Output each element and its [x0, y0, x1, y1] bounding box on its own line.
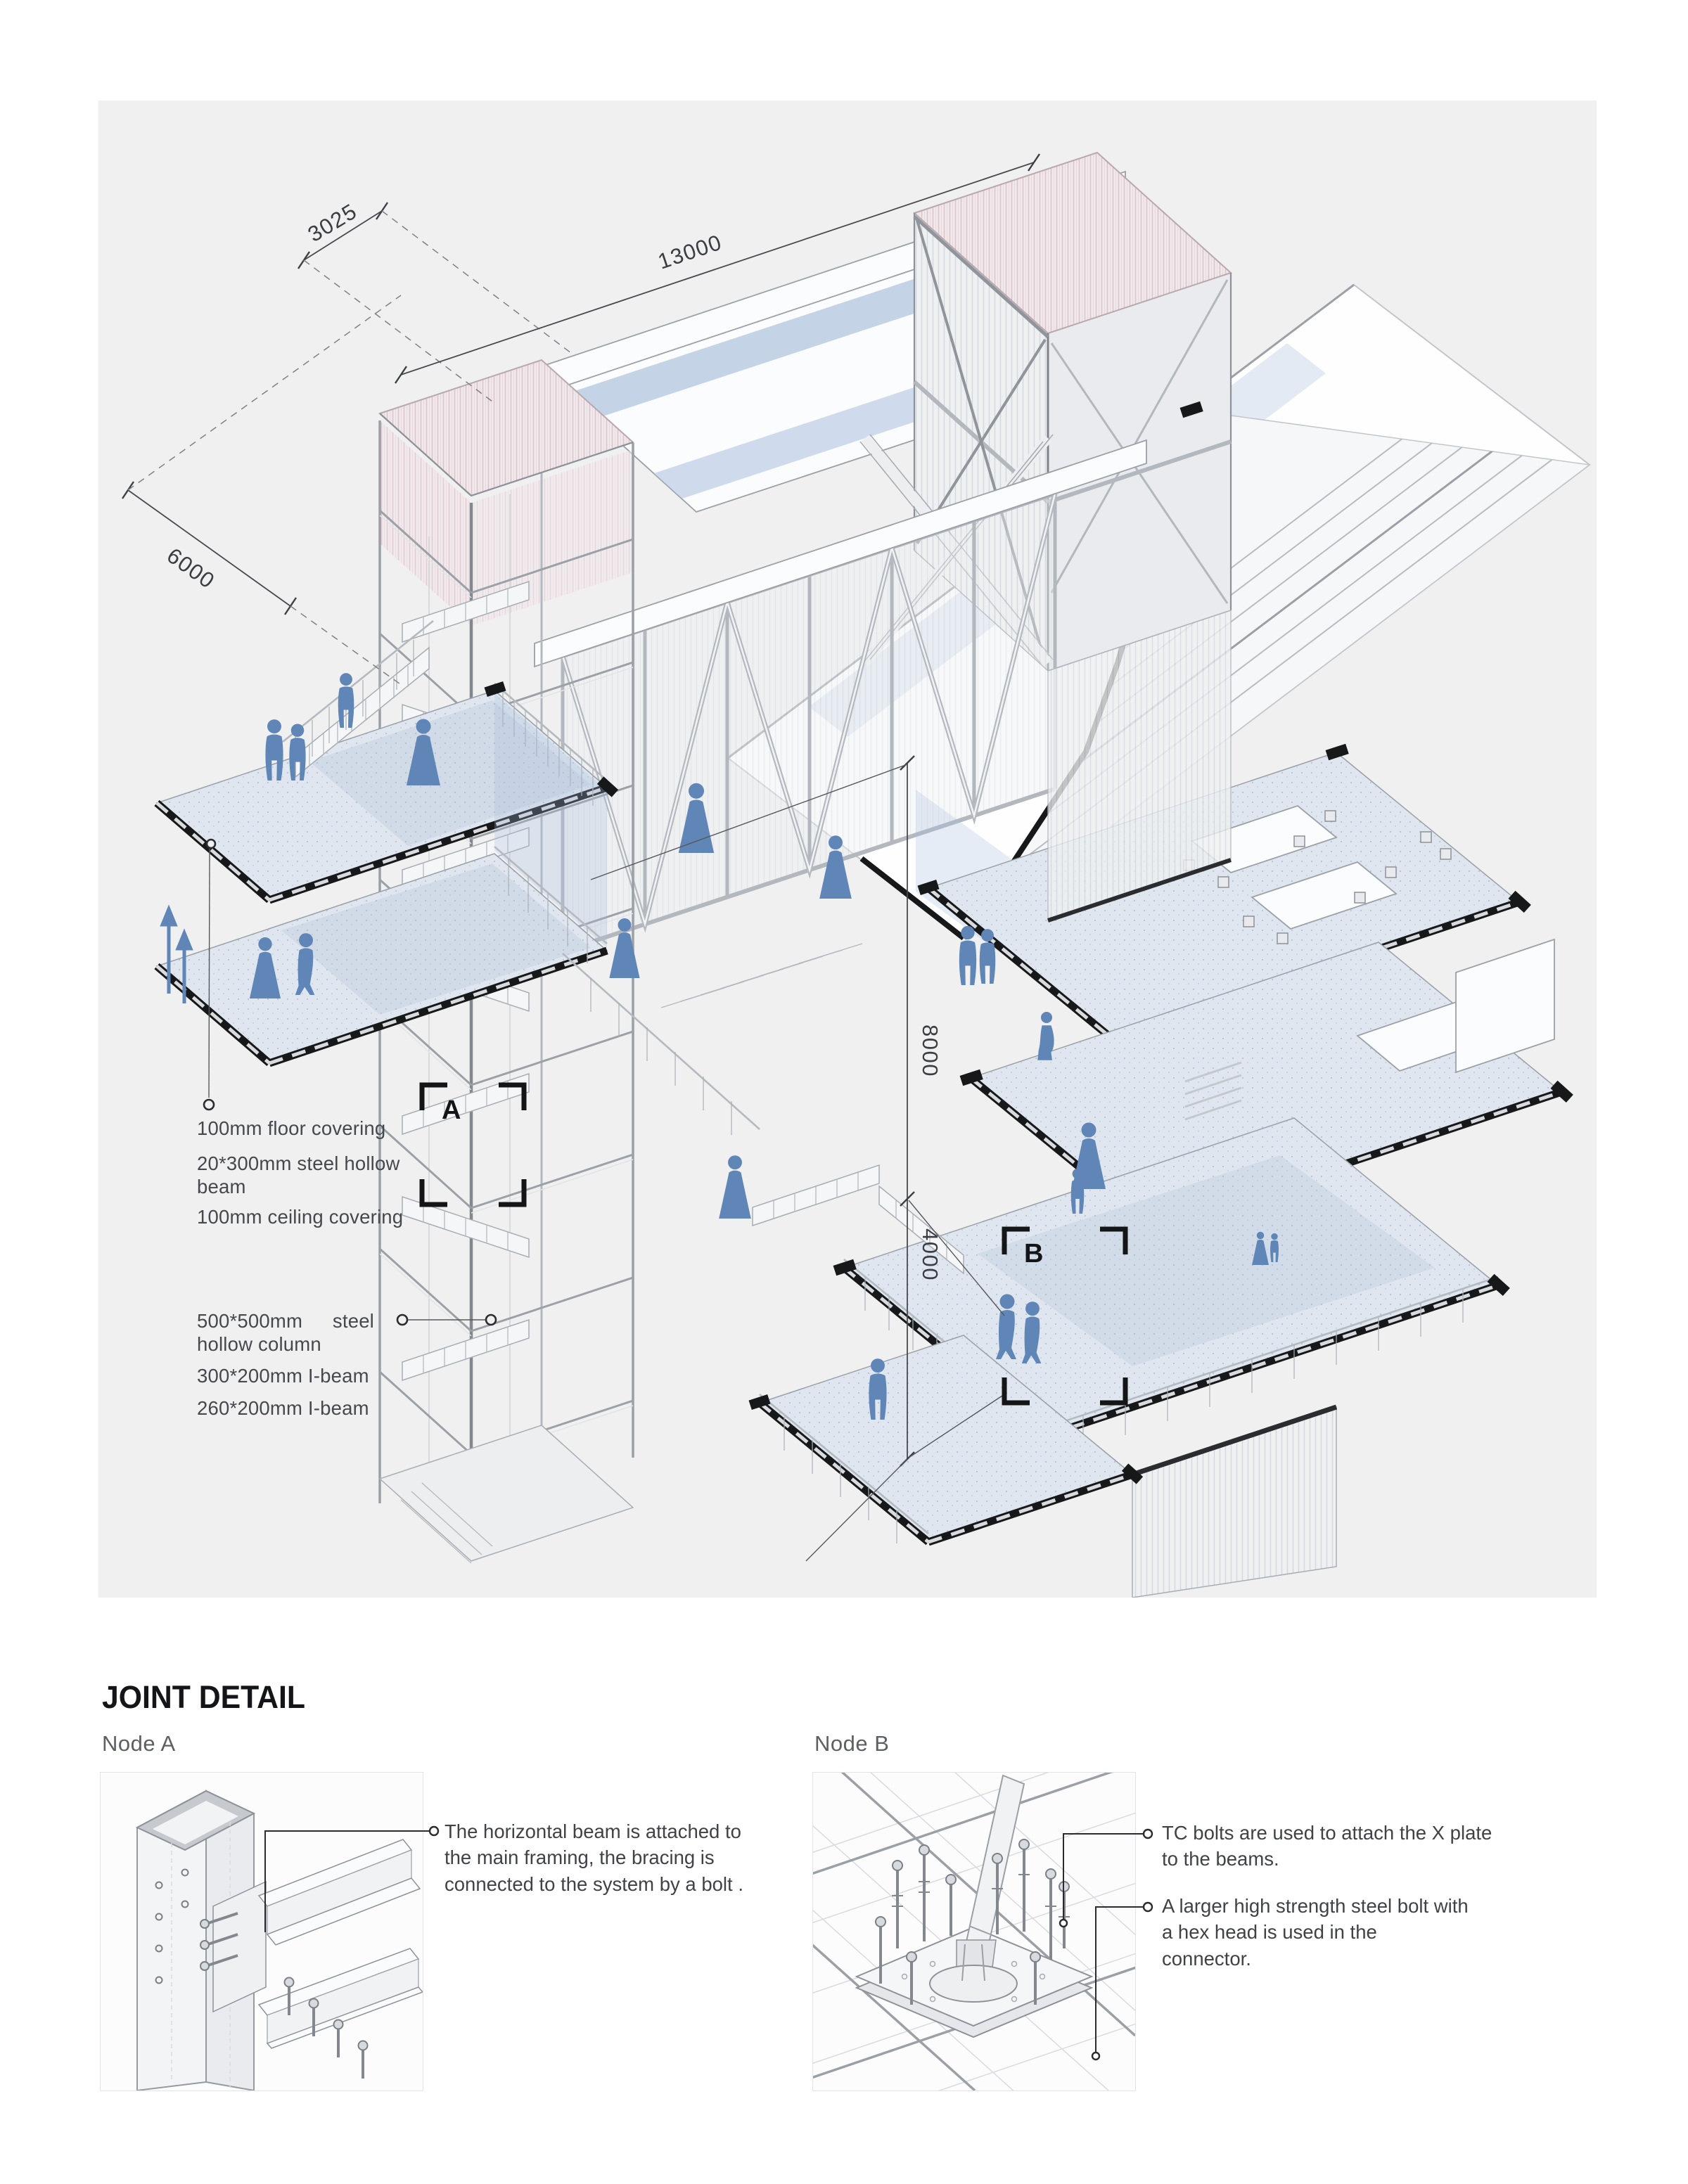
node-b-joint-drawing — [784, 1737, 1151, 2139]
left-exterior-stair — [282, 619, 434, 778]
circulation-arrows — [160, 904, 193, 1003]
node-b-note-2: A larger high strength steel bolt with a… — [1162, 1895, 1469, 1970]
annotation-ibeam-260: 260*200mm I-beam — [197, 1397, 369, 1419]
left-plate-upper — [154, 683, 608, 904]
joint-detail-title: JOINT DETAIL — [102, 1679, 305, 1715]
node-a-detail-figure — [100, 1772, 424, 2092]
axon-drawing-panel: 3025 13000 6000 8000 4000 — [98, 101, 1597, 1598]
node-b-marker: B — [1002, 1226, 1128, 1406]
node-a-note: The horizontal beam is attached to the m… — [445, 1820, 743, 1895]
railing — [494, 683, 608, 806]
node-b-note-1: TC bolts are used to attach the X plate … — [1162, 1822, 1492, 1870]
node-a-marker: A — [419, 1082, 527, 1207]
dim-13000-label: 13000 — [655, 230, 725, 274]
top-left-container — [378, 359, 634, 497]
annotation-ibeam-300: 300*200mm I-beam — [197, 1365, 369, 1387]
node-a-letter: A — [442, 1096, 461, 1125]
node-b-letter: B — [1024, 1239, 1043, 1268]
dimension-vertical: 8000 4000 — [590, 755, 1005, 1562]
annotation-hollow-beam: 20*300mm steel hollow beam — [197, 1152, 400, 1197]
left-plate-lower — [154, 846, 608, 1067]
lower-container-wall — [1047, 609, 1338, 1598]
annotation-hollow-column: 500*500mm steel hollow column — [197, 1310, 374, 1355]
lounge-floor — [968, 938, 1563, 1232]
mid-stairs — [562, 953, 964, 1275]
dim-4000-label: 4000 — [918, 1228, 942, 1281]
node-a-joint-drawing — [135, 1790, 424, 2092]
annotation-floor-covering: 100mm floor covering — [197, 1117, 386, 1139]
axonometric-building-drawing: 3025 13000 6000 8000 4000 — [122, 151, 1591, 1598]
annotation-ceiling-covering: 100mm ceiling covering — [197, 1206, 404, 1228]
mid-beam — [534, 439, 1147, 668]
dim-6000-label: 6000 — [162, 543, 219, 593]
corner-connectors — [484, 401, 1573, 1484]
node-a-label: Node A — [102, 1731, 176, 1756]
annotation-leaders — [203, 838, 497, 1326]
node-b-label: Node B — [814, 1731, 890, 1756]
dimension-6000: 6000 — [122, 295, 403, 686]
dim-8000-label: 8000 — [918, 1024, 942, 1077]
dim-3025-label: 3025 — [304, 198, 362, 247]
node-b-detail-figure — [784, 1737, 1151, 2139]
glass-panel-left — [494, 693, 607, 948]
